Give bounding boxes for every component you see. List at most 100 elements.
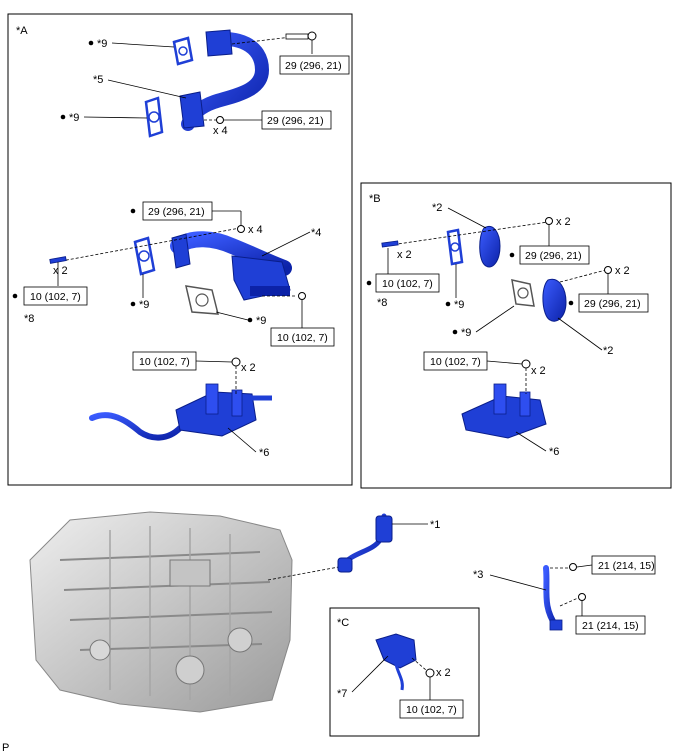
qty-x4-a1: x 4 [213,125,228,137]
bolt-head [231,357,241,367]
leader-line [195,360,233,363]
qty-x2-b4: x 2 [531,365,546,377]
panel-b-tag: *B [369,193,381,205]
figure-code: P [2,742,9,754]
leader-line [515,431,547,452]
bullet-dot [12,293,18,299]
bullet-dot [247,317,253,323]
leader-line [107,79,187,99]
bullet-dot [88,40,94,46]
torque-box [261,110,332,130]
callout-p8: *8 [24,313,34,325]
bullet-dot [130,208,136,214]
stud-bolt [49,256,67,264]
bullet-dot [445,301,451,307]
panel-c: *C x 2 10 (102, 7) *7 [329,607,480,737]
callout-p9: *9 [139,299,149,311]
qty-x2-a2: x 2 [241,362,256,374]
qty-x2-a1: x 2 [53,265,68,277]
callout-p9: *9 [69,112,79,124]
callout-p1: *1 [430,519,440,531]
egr-pipe-p3 [543,565,563,631]
gasket-lower-2 [185,285,219,315]
gasket-hole [138,250,150,262]
panel-b-frame [360,182,672,489]
panel-a-tag: *A [16,25,28,37]
gasket-hole [195,293,209,307]
leader-line [83,116,148,119]
torque-box [399,699,464,719]
torque-label: 29 (296, 21) [525,250,582,262]
torque-box [270,327,335,347]
torque-box [519,245,590,265]
leader-line [261,231,311,257]
bullet-dot [60,114,66,120]
leader-line [489,574,547,591]
callout-p7: *7 [337,688,347,700]
leader-line [557,317,603,351]
leader-line [475,305,515,333]
nut [237,225,245,233]
gasket-lower-1 [133,236,156,276]
gasket-b2 [511,279,535,307]
callout-p4: *4 [311,227,321,239]
guide-line [559,269,607,283]
torque-box [23,286,88,306]
bolt-head [307,31,317,41]
gasket-upper-1 [172,36,194,66]
gasket-hole [450,242,460,252]
callout-p9: *9 [461,327,471,339]
engine-illustration [29,511,293,713]
callout-p2: *2 [603,345,613,357]
callout-p9: *9 [97,38,107,50]
egr-pipe-lower [170,231,292,301]
bolt [285,33,309,40]
cover-plate-2 [542,278,567,322]
leader-line [351,655,389,693]
gasket-hole [148,111,160,123]
torque-label: 10 (102, 7) [382,278,433,290]
qty-x2-b2: x 2 [556,216,571,228]
torque-label: 29 (296, 21) [285,60,342,72]
torque-label: 21 (214, 15) [582,620,639,632]
gasket-hole [517,287,529,299]
panel-b: *B x 2 x 2 x 2 29 (296, 21) 29 (296, 21)… [360,182,672,489]
callout-p6: *6 [549,446,559,458]
egr-pipe-p1 [337,513,393,573]
torque-label: 29 (296, 21) [584,298,641,310]
bolt-head [298,292,306,300]
bullet-dot [366,280,372,286]
panel-c-tag: *C [337,617,349,629]
torque-label: 10 (102, 7) [30,291,81,303]
guide-line [267,565,345,581]
torque-label: 29 (296, 21) [267,115,324,127]
bolt-head [521,359,531,369]
bullet-dot [568,300,574,306]
torque-label: 29 (296, 21) [148,206,205,218]
guide-line [411,657,427,671]
nut [578,593,586,601]
flange [250,286,290,296]
qty-x2-b1: x 2 [397,249,412,261]
leader-line [227,427,257,453]
cover-plate-1 [479,226,501,268]
panel-a: *A x 4 29 (296, 21) 29 (296, 21) *9 *5 [7,13,353,486]
callout-p9: *9 [256,315,266,327]
guide-line [55,227,241,263]
guide-line [383,221,549,247]
torque-box [279,55,350,75]
callout-p8: *8 [377,297,387,309]
leader-line [215,311,249,321]
gasket-hole [178,46,188,56]
bullet-dot [130,301,136,307]
egr-bracket-a [89,383,272,441]
callout-p3: *3 [473,569,483,581]
bolt-head [569,563,577,571]
guide-line [559,597,579,607]
bullet-dot [452,329,458,335]
torque-box [578,293,649,313]
panel-c-frame [329,607,480,737]
qty-x2-b3: x 2 [615,265,630,277]
leader-line [111,42,175,48]
